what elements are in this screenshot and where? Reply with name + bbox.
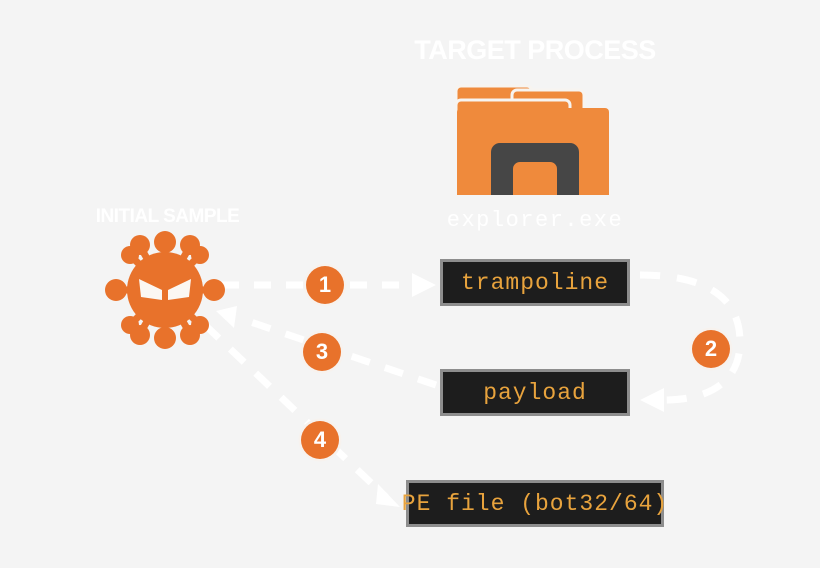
arrow-step-1	[222, 273, 436, 297]
target-process-title: TARGET PROCESS	[414, 35, 656, 65]
arrow-step-2	[639, 271, 744, 412]
arrow-step-4	[202, 322, 400, 507]
folder-icon	[454, 76, 615, 201]
step-badge-3: 3	[303, 333, 341, 371]
step-badge-4: 4	[301, 421, 339, 459]
virus-icon	[100, 228, 230, 353]
arrow-step-3	[216, 306, 438, 389]
code-box-pe-file[interactable]: PE file (bot32/64)	[402, 480, 667, 527]
code-box-payload[interactable]: payload	[440, 369, 630, 416]
step-badge-1: 1	[306, 266, 344, 304]
initial-sample-title: INITIAL SAMPLE	[95, 206, 240, 227]
step-badge-2: 2	[692, 330, 730, 368]
explorer-exe-caption: explorer.exe	[446, 208, 624, 233]
code-box-trampoline[interactable]: trampoline	[440, 259, 630, 306]
